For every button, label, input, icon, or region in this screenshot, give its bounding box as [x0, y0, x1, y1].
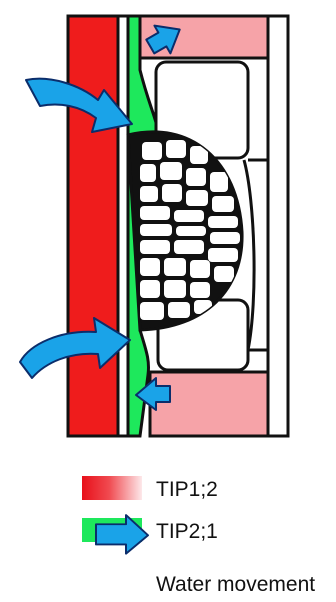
tip12-label: TIP1;2	[156, 478, 218, 501]
tip12-swatch	[82, 476, 142, 500]
tip21-label: TIP2;1	[156, 520, 218, 543]
water-movement-label: Water movement	[156, 573, 315, 596]
pink-cortex-bottom	[150, 372, 268, 436]
red-stele-layer	[68, 16, 118, 436]
epidermis-column	[268, 16, 288, 436]
legend: TIP1;2 TIP2;1 Water movement	[82, 476, 315, 596]
